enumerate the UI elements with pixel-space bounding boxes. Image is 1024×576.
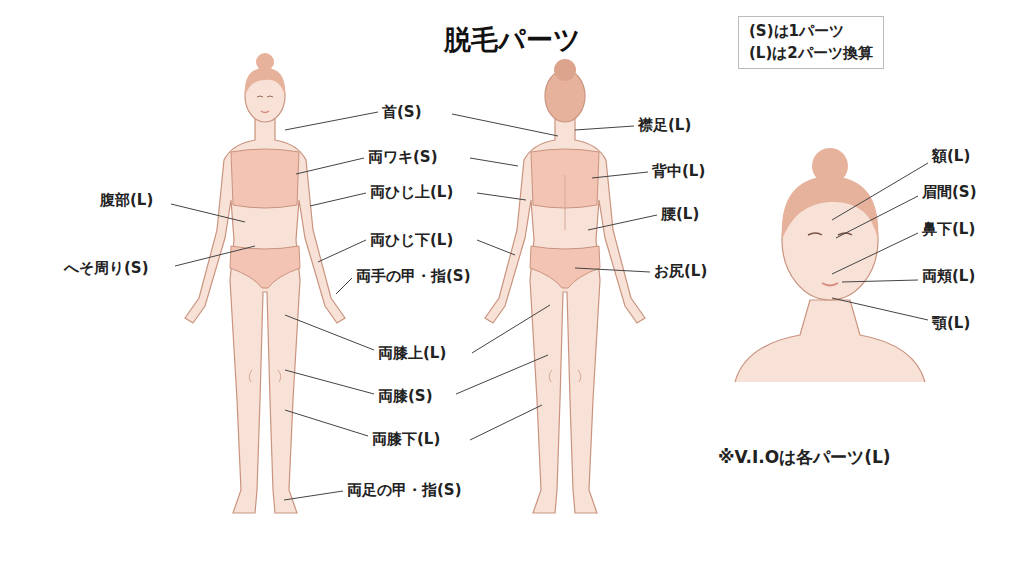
part-label: 首(S) [382,101,422,123]
note-text: (S)は1パーツ [749,20,873,42]
part-label: 両頬(L) [922,265,975,287]
part-label: 顎(L) [932,312,970,334]
diagram-title: 脱毛パーツ [444,22,581,58]
part-label: 両膝(S) [378,385,433,407]
part-label: へそ周り(S) [64,257,149,279]
part-label: 両手の甲・指(S) [356,265,471,287]
part-label: 両ワキ(S) [368,146,438,168]
part-label: 額(L) [932,145,970,167]
part-label: 眉間(S) [922,181,977,203]
part-label: 両ひじ上(L) [370,181,453,203]
note-text: (L)は2パーツ換算 [749,42,873,64]
part-label: 背中(L) [652,160,705,182]
part-label: 腰(L) [661,203,699,225]
part-label: 両膝上(L) [378,342,446,364]
part-label: 両足の甲・指(S) [347,479,462,501]
part-label: 腹部(L) [100,189,153,211]
note-box: (S)は1パーツ(L)は2パーツ換算 [738,16,884,69]
part-label: 鼻下(L) [922,218,975,240]
part-label: お尻(L) [654,260,707,282]
part-label: ※V.I.Oは各パーツ(L) [718,446,891,468]
part-label: 襟足(L) [638,114,691,136]
part-label: 両ひじ下(L) [370,229,453,251]
part-label: 両膝下(L) [372,428,440,450]
